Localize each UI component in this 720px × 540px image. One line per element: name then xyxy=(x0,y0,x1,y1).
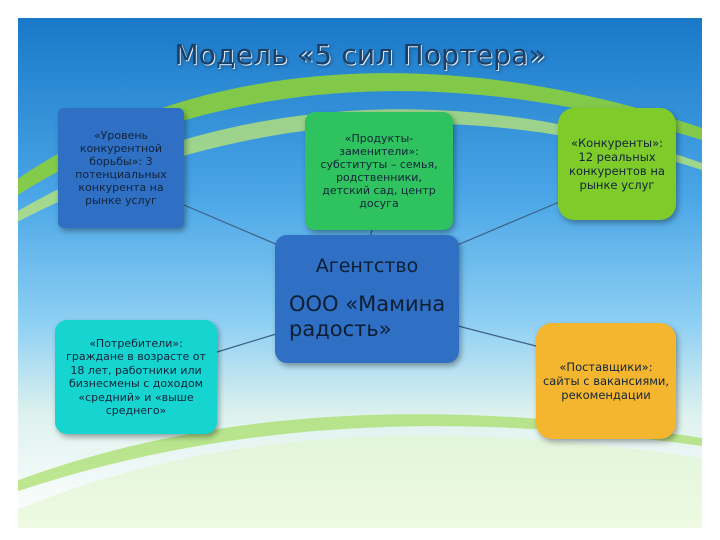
page-title: Модель «5 сил Портера» xyxy=(174,38,546,71)
slide-background xyxy=(18,18,702,528)
force-suppliers-box: «Поставщики»: сайты с вакансиями, рекоме… xyxy=(536,323,676,439)
force-consumers-box: «Потребители»: граждане в возрасте от 18… xyxy=(55,320,217,434)
force-competitors-box: «Конкуренты»: 12 реальных конкурентов на… xyxy=(558,108,676,220)
decorative-swoosh xyxy=(18,73,702,528)
center-agency-name: ООО «Мамина радость» xyxy=(289,292,446,341)
force-substitutes-text: «Продукты-заменители»: субституты – семь… xyxy=(320,132,438,210)
center-agency-label: Агентство xyxy=(315,255,419,277)
force-suppliers-text: «Поставщики»: сайты с вакансиями, рекоме… xyxy=(542,360,670,402)
center-agency-box: Агентство ООО «Мамина радость» xyxy=(275,235,459,363)
force-substitutes-box: «Продукты-заменители»: субституты – семь… xyxy=(305,112,453,230)
force-rivalry-text: «Уровень конкурентной борьбы»: 3 потенци… xyxy=(75,129,167,207)
force-competitors-text: «Конкуренты»: 12 реальных конкурентов на… xyxy=(569,136,665,192)
force-rivalry-box: «Уровень конкурентной борьбы»: 3 потенци… xyxy=(58,108,184,228)
force-consumers-text: «Потребители»: граждане в возрасте от 18… xyxy=(66,336,206,418)
